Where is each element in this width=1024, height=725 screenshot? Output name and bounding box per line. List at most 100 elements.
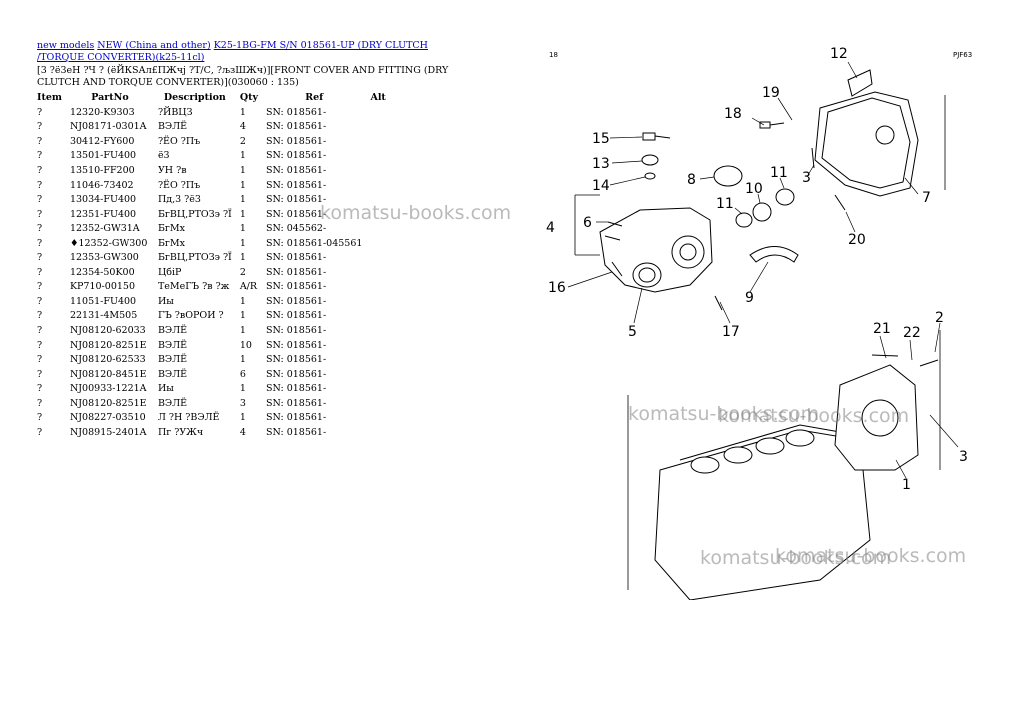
row-alt: [366, 280, 389, 295]
row-partno: NJ08120-62533: [69, 354, 146, 366]
callout-18: 18: [724, 106, 742, 122]
callout-21: 21: [873, 321, 891, 337]
header-description: Description: [163, 92, 226, 103]
row-qty: 1: [239, 354, 246, 366]
row-description: ВЭЛЁ: [157, 368, 188, 380]
row-ref: SN: 018561-: [266, 383, 327, 395]
row-qty: 1: [239, 412, 246, 424]
row-ref: SN: 045562-: [266, 223, 327, 235]
row-alt: [366, 410, 389, 425]
row-qty: 1: [239, 208, 246, 220]
callout-5: 5: [628, 324, 637, 340]
row-partno: 30412-FY600: [69, 135, 135, 147]
row-ref: SN: 018561-: [266, 426, 327, 438]
engine-block-drawing: [654, 354, 939, 600]
row-ref: SN: 018561-: [266, 412, 327, 424]
row-qty: 1: [239, 324, 246, 336]
row-description: Иы: [157, 295, 174, 307]
callout-11a: 11: [716, 196, 734, 212]
breadcrumb-link-model[interactable]: K25-1BG-FM S/N 018561-UP (DRY CLUTCH /TO…: [37, 40, 428, 63]
row-qty: 4: [239, 426, 246, 438]
row-description: УН ?в: [157, 164, 187, 176]
row-qty: 1: [239, 295, 246, 307]
row-item: ?: [37, 106, 43, 118]
row-ref: SN: 018561-: [266, 164, 327, 176]
row-item: ?: [37, 324, 43, 336]
row-item: ?: [37, 368, 43, 380]
callout-15: 15: [592, 131, 610, 147]
callout-13: 13: [592, 156, 610, 172]
row-item: ?: [37, 252, 43, 264]
row-ref: SN: 018561-: [266, 339, 327, 351]
row-qty: 1: [239, 194, 246, 206]
header-alt: Alt: [370, 92, 386, 103]
row-item: ?: [37, 412, 43, 424]
header-qty: Qty: [239, 92, 258, 103]
row-partno: KP710-00150: [69, 281, 135, 293]
row-description: ВЭЛЁ: [157, 339, 188, 351]
row-ref: SN: 018561-: [266, 324, 327, 336]
callout-17: 17: [722, 324, 740, 340]
row-qty: 1: [239, 179, 246, 191]
row-description: ВЭЛЁ: [157, 354, 188, 366]
row-ref: SN: 018561-: [266, 194, 327, 206]
callout-4: 4: [546, 220, 555, 236]
row-ref: SN: 018561-: [266, 281, 327, 293]
row-qty: 2: [239, 266, 246, 278]
row-partno: 12352-GW31A: [69, 223, 140, 235]
row-alt: [366, 396, 389, 411]
row-description: ё3: [157, 150, 170, 162]
parts-diagram: 18 PJF63: [546, 46, 972, 600]
row-alt: [366, 265, 389, 280]
row-partno: 12320-K9303: [69, 106, 135, 118]
row-item: ?: [37, 310, 43, 322]
row-qty: 4: [239, 121, 246, 133]
callout-16: 16: [548, 280, 566, 296]
row-description: ?ЁО ?Пъ: [157, 135, 201, 147]
row-alt: [366, 338, 389, 353]
callout-8: 8: [687, 172, 696, 188]
row-qty: 1: [239, 106, 246, 118]
callout-14: 14: [592, 178, 610, 194]
row-partno: 12353-GW300: [69, 252, 139, 264]
callout-22: 22: [903, 325, 921, 341]
row-partno: 12354-50K00: [69, 266, 135, 278]
callout-7: 7: [922, 190, 931, 206]
breadcrumb-link-new-china[interactable]: NEW (China and other): [97, 40, 211, 51]
row-alt: [366, 134, 389, 149]
watermark: komatsu-books.com: [775, 545, 967, 567]
row-ref: SN: 018561-045561: [266, 237, 363, 249]
row-partno: 13501-FU400: [69, 150, 137, 162]
row-alt: [366, 352, 389, 367]
row-partno: 11051-FU400: [69, 295, 137, 307]
row-ref: SN: 018561-: [266, 295, 327, 307]
row-item: ?: [37, 426, 43, 438]
row-qty: 1: [239, 164, 246, 176]
breadcrumb-link-new-models[interactable]: new models: [37, 40, 95, 51]
row-item: ?: [37, 397, 43, 409]
row-qty: 1: [239, 310, 246, 322]
row-description: Пд,3 ?ё3: [157, 194, 201, 206]
row-partno: NJ00933-1221A: [69, 383, 147, 395]
row-alt: [366, 105, 389, 120]
row-partno: NJ08171-0301A: [69, 121, 147, 133]
row-qty: 3: [239, 397, 246, 409]
row-ref: SN: 018561-: [266, 150, 327, 162]
row-qty: 10: [239, 339, 252, 351]
row-ref: SN: 018561-: [266, 252, 327, 264]
row-partno: 13034-FU400: [69, 194, 137, 206]
row-alt: [366, 294, 389, 309]
table-header-row: Item PartNo Description Qty Ref Alt: [33, 90, 390, 105]
